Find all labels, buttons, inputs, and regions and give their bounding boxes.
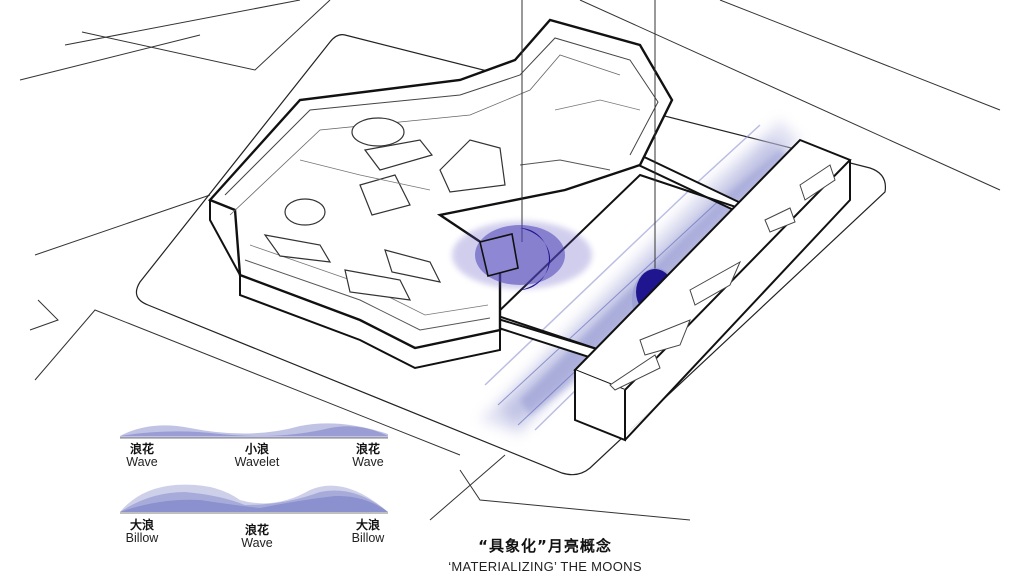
wave-legend-top: [120, 423, 388, 439]
caption-chinese: “具象化”月亮概念: [478, 537, 612, 555]
legend-wavelet: 小浪 Wavelet: [222, 443, 292, 469]
legend-label-en: Billow: [351, 530, 385, 545]
legend-label-en: Billow: [125, 530, 159, 545]
legend-wave-right: 浪花 Wave: [338, 443, 398, 469]
legend-billow-left: 大浪 Billow: [112, 519, 172, 545]
street-lines: [19, 0, 1001, 521]
wave-legend-bottom: [120, 484, 388, 514]
east-slab: [573, 138, 852, 442]
legend-label-en: Wave: [352, 454, 384, 469]
legend-label-en: Wave: [126, 454, 158, 469]
legend-label-en: Wavelet: [234, 454, 280, 469]
diagram-caption: “具象化”月亮概念 ‘MATERIALIZING’ THE MOONS: [415, 535, 675, 573]
legend-label-cn: 大浪: [129, 518, 154, 532]
legend-label-cn: 小浪: [244, 442, 269, 456]
legend-label-en: Wave: [241, 535, 273, 550]
main-building: [207, 18, 674, 370]
moon-left: [452, 221, 592, 290]
legend-label-cn: 浪花: [355, 442, 380, 456]
legend-label-cn: 浪花: [244, 523, 269, 537]
site-boundary: [135, 34, 887, 476]
caption-english: ‘MATERIALIZING’ THE MOONS: [448, 559, 642, 573]
legend-wave-center: 浪花 Wave: [227, 524, 287, 550]
legend-wave-left: 浪花 Wave: [112, 443, 172, 469]
legend-label-cn: 浪花: [129, 442, 154, 456]
pointer-lines: [521, 0, 656, 280]
legend-label-cn: 大浪: [355, 518, 380, 532]
legend-billow-right: 大浪 Billow: [338, 519, 398, 545]
